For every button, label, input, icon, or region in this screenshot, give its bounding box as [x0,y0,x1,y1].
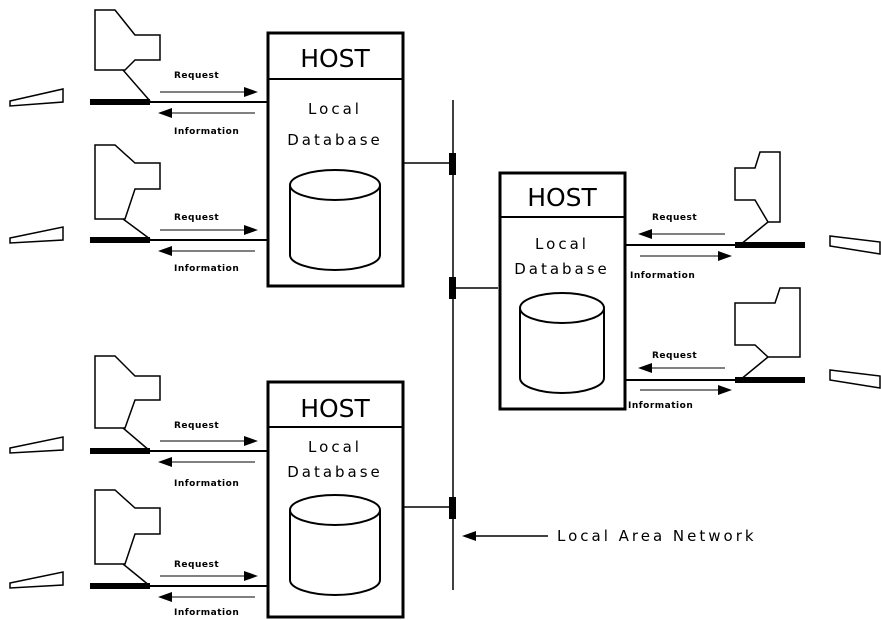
terminal-5 [625,151,881,261]
request-label: Request [174,421,219,431]
information-label: Information [174,479,239,489]
host-db-line1: Local [308,100,362,118]
host-box-1 [266,31,405,288]
terminal-1 [9,9,268,118]
monitor-icon [94,489,161,587]
request-label: Request [652,213,697,223]
host-db-line1: Local [308,438,362,456]
monitor-icon [94,144,161,240]
host-db-line2: Database [514,260,610,278]
keyboard-icon [829,235,881,255]
terminal-3 [9,355,268,467]
monitor-icon [734,287,801,381]
monitor-icon [94,355,161,452]
host-box-3 [266,380,405,619]
host-title: HOST [300,394,370,423]
request-label: Request [174,560,219,570]
information-label: Information [174,264,239,274]
information-label: Information [174,608,239,618]
request-label: Request [174,213,219,223]
terminal-4 [9,489,268,602]
host-box-2 [498,171,627,411]
host-db-line2: Database [287,131,383,149]
information-label: Information [174,127,239,137]
lan-label: Local Area Network [557,527,757,545]
host-title: HOST [527,183,597,212]
request-label: Request [652,351,697,361]
monitor-icon [734,151,781,246]
keyboard-icon [9,436,64,454]
information-label: Information [630,271,695,281]
terminal-6 [625,287,881,395]
keyboard-icon [9,571,64,589]
host-db-line2: Database [287,463,383,481]
database-cylinder-icon [289,494,381,596]
request-label: Request [174,71,219,81]
keyboard-icon [9,88,64,107]
terminal-2 [9,144,268,256]
database-cylinder-icon [519,292,605,394]
keyboard-icon [829,369,881,389]
host-title: HOST [300,44,370,73]
database-cylinder-icon [289,169,381,271]
lan-backbone [404,100,548,590]
host-db-line1: Local [535,235,589,253]
monitor-icon [94,9,161,102]
information-label: Information [628,401,693,411]
keyboard-icon [9,226,64,244]
